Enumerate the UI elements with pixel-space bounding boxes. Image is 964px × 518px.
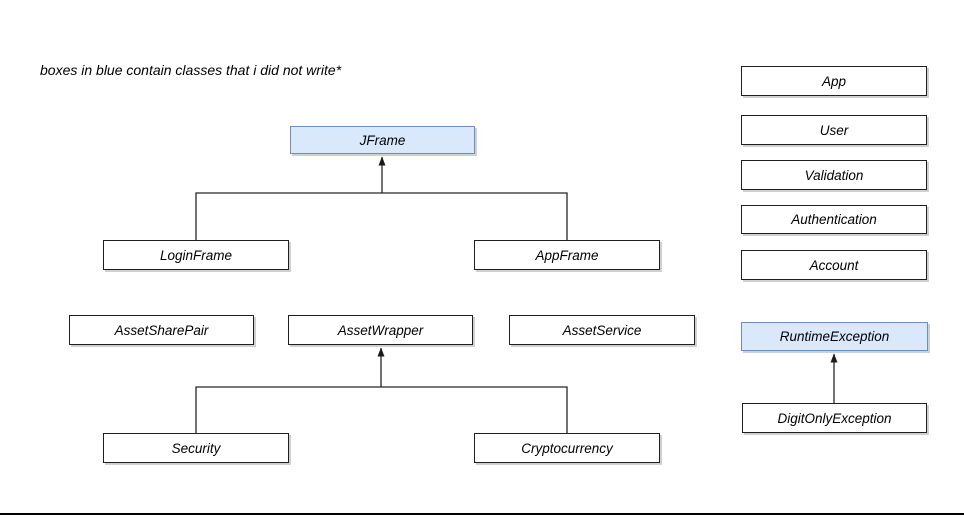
- assets-to-assetwrapper-connector: [195, 386, 568, 433]
- class-box-cryptocurrency: Cryptocurrency: [474, 433, 660, 463]
- class-box-jframe: JFrame: [290, 126, 475, 154]
- diagram-note: boxes in blue contain classes that i did…: [40, 62, 342, 78]
- class-box-user: User: [741, 115, 927, 145]
- class-box-app: App: [741, 66, 927, 96]
- class-box-assetsharepair: AssetSharePair: [69, 315, 254, 345]
- class-box-runtimeexception: RuntimeException: [741, 322, 928, 351]
- class-box-digitonlyexception: DigitOnlyException: [742, 403, 927, 433]
- class-box-authentication: Authentication: [741, 205, 927, 234]
- class-box-security: Security: [103, 433, 289, 463]
- bottom-border-line: [0, 513, 964, 515]
- class-box-assetservice: AssetService: [509, 315, 695, 345]
- class-box-account: Account: [741, 250, 927, 280]
- class-box-assetwrapper: AssetWrapper: [288, 315, 473, 345]
- class-box-appframe: AppFrame: [474, 240, 660, 270]
- class-box-loginframe: LoginFrame: [103, 240, 289, 270]
- class-box-validation: Validation: [741, 160, 927, 190]
- frames-to-jframe-connector: [195, 192, 568, 240]
